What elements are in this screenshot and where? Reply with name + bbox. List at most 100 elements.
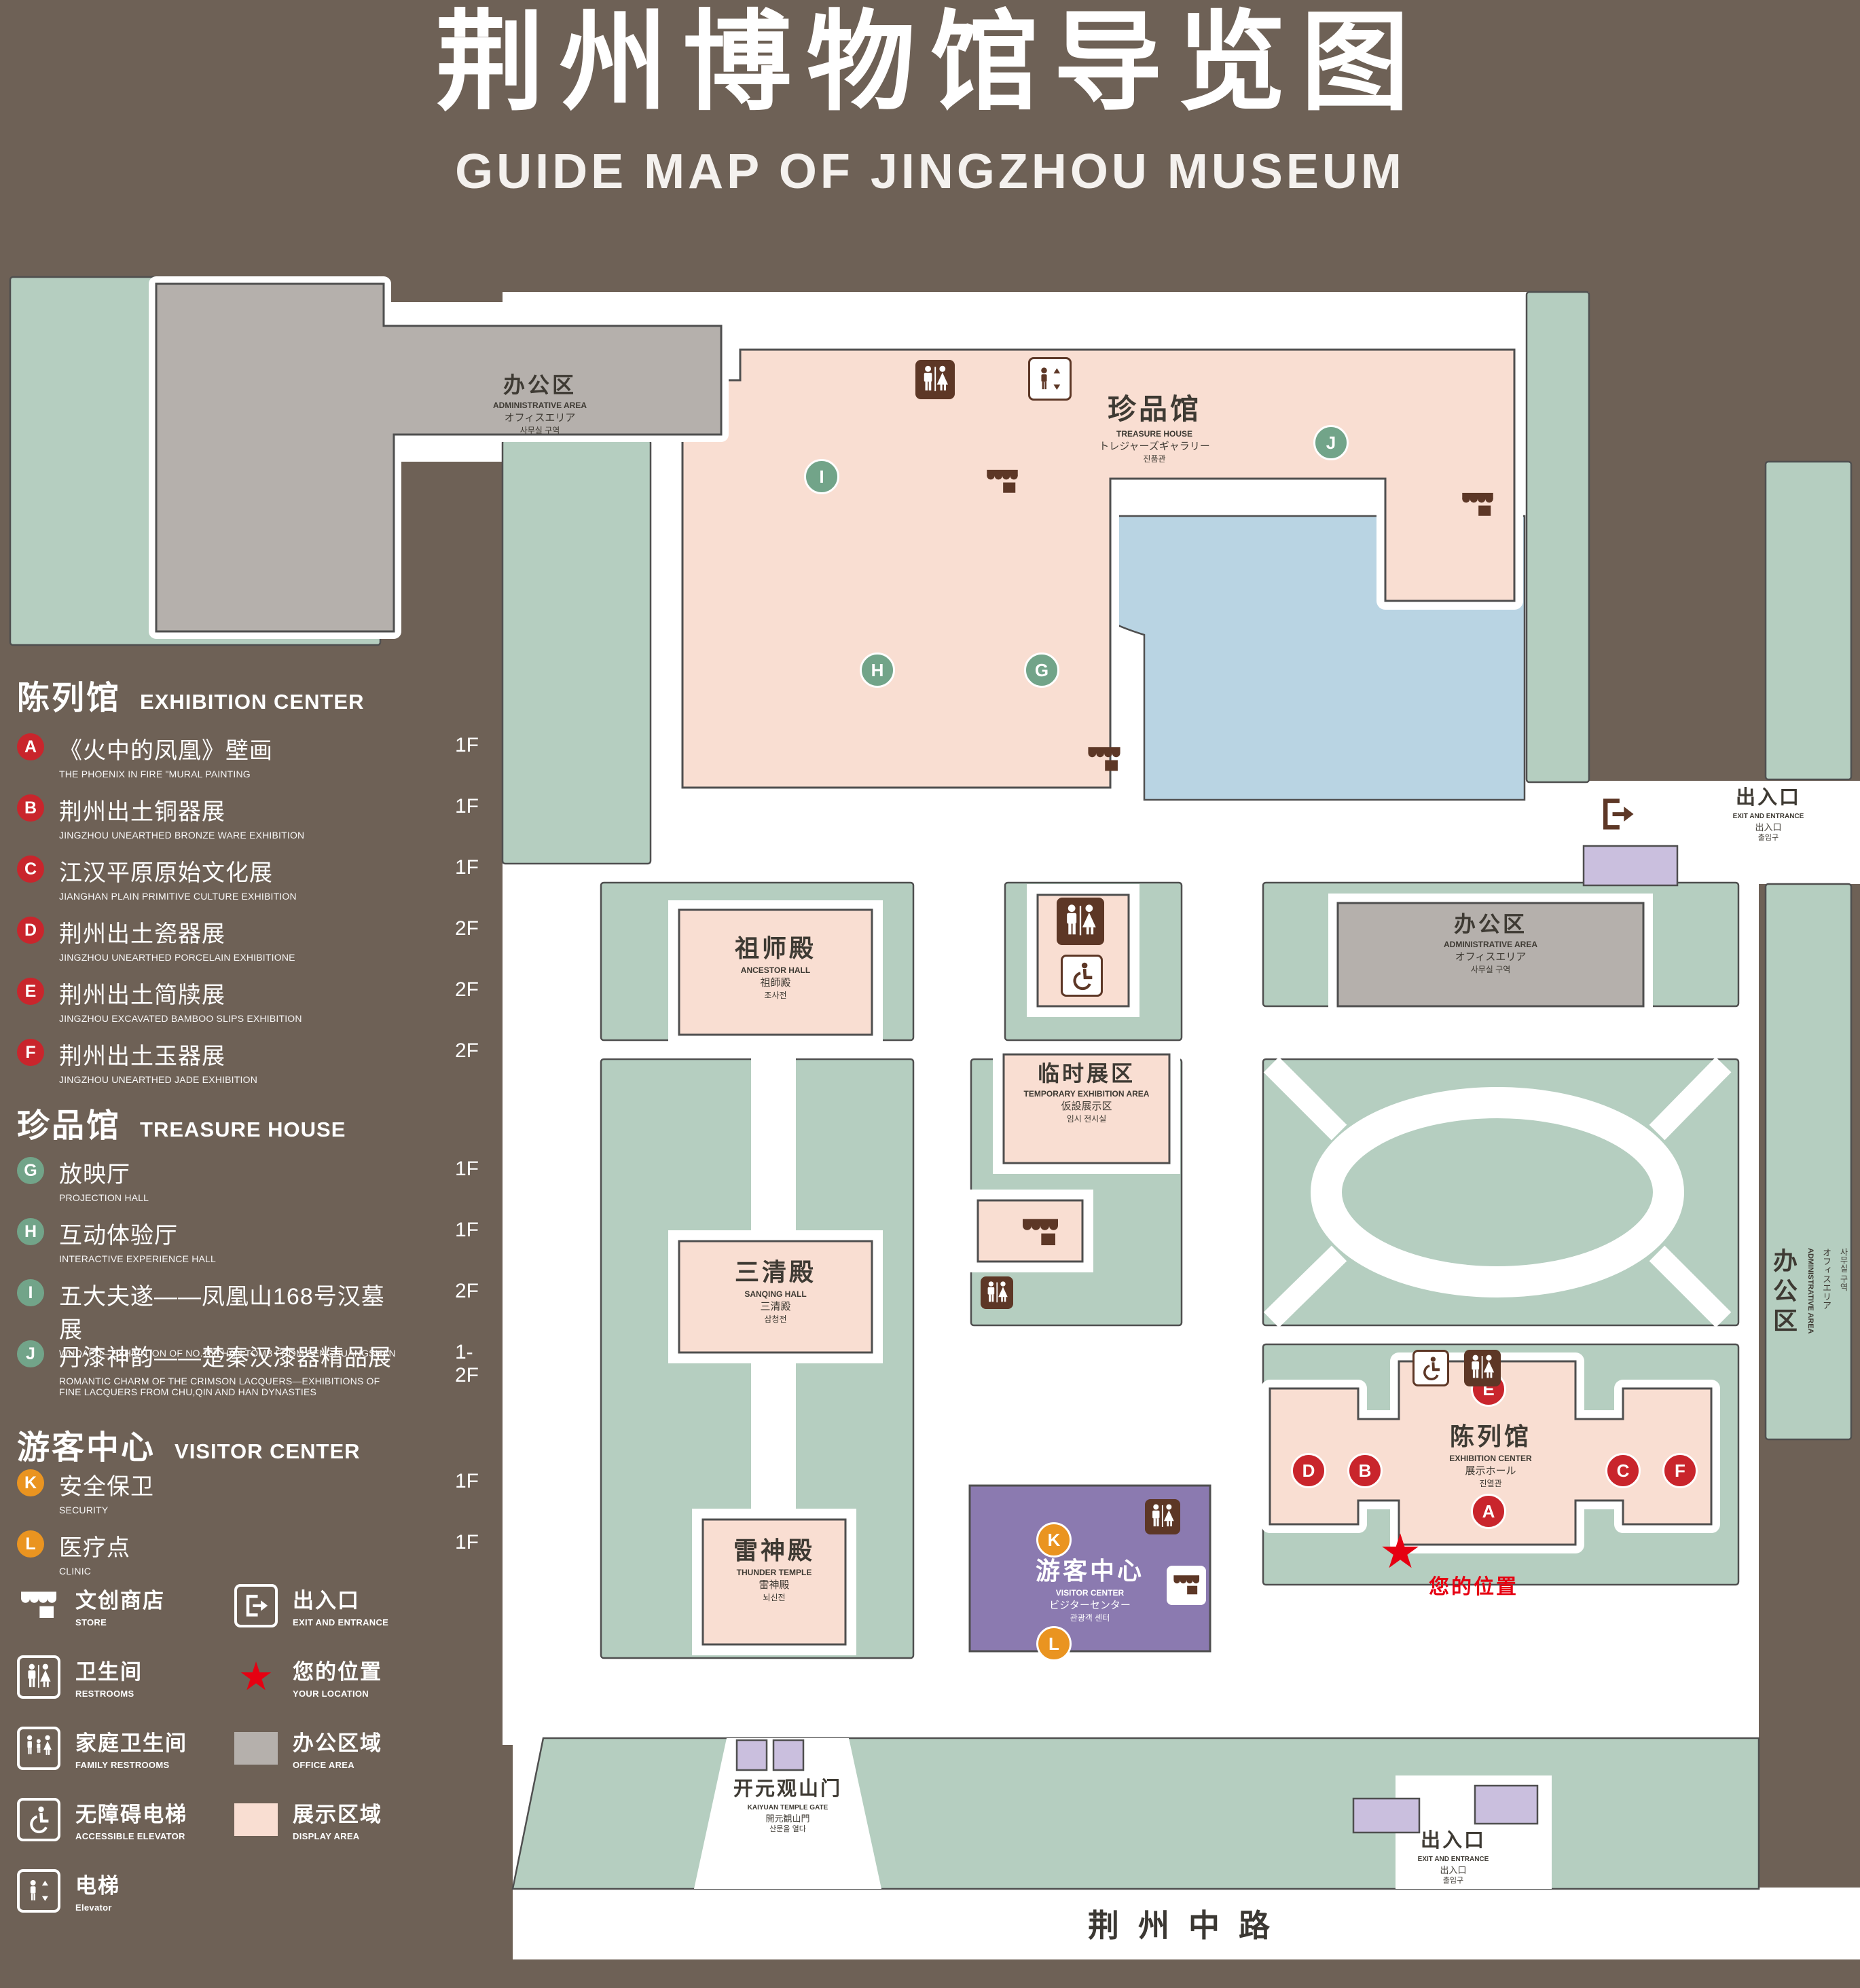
item-floor: 1-2F: [455, 1341, 479, 1386]
map-marker-G: G: [1024, 652, 1059, 688]
label-jp: 展示ホール: [1465, 1465, 1516, 1477]
item-floor: 2F: [455, 1039, 479, 1062]
label-jp: オフィスエリア: [1821, 1248, 1831, 1310]
label-en: EXIT AND ENTRANCE: [1732, 812, 1804, 820]
legend-accessible-elevator: 无障碍电梯 ACCESSIBLE ELEVATOR: [17, 1797, 187, 1841]
building-sanqing-hall: [678, 1240, 873, 1354]
item-name-en: JIANGHAN PLAIN PRIMITIVE CULTURE EXHIBIT…: [59, 891, 297, 902]
office-area-swatch: [234, 1731, 278, 1765]
label-jp: 祖師殿: [760, 976, 791, 989]
badge-l: L: [17, 1530, 44, 1558]
item-name-en: THE PHOENIX IN FIRE "MURAL PAINTING: [59, 769, 251, 779]
map-marker-L: L: [1036, 1626, 1072, 1661]
accessible-elevator-icon: [1061, 955, 1103, 997]
legend-zh: 办公区域: [293, 1731, 382, 1755]
label-en: ANCESTOR HALL: [740, 965, 811, 976]
treasure-house-label: 珍品馆 TREASURE HOUSE トレジャーズギャラリー 진품관: [1099, 392, 1210, 464]
label-zh: 祖师殿: [734, 934, 817, 962]
entrance-bottom-right: [1474, 1784, 1539, 1825]
label-jp: ビジターセンター: [1049, 1599, 1131, 1611]
item-name-zh: 五大夫遂——凤凰山168号汉墓展: [59, 1284, 385, 1343]
legend-zh: 无障碍电梯: [75, 1803, 187, 1826]
label-zh: 出入口: [1735, 787, 1802, 809]
label-jp: トレジャーズギャラリー: [1099, 440, 1210, 452]
label-jp: 仮設展示区: [1061, 1100, 1112, 1112]
building-thunder-temple: [701, 1518, 847, 1646]
item-name-zh: 荆州出土玉器展: [59, 1044, 225, 1069]
map-marker-H: H: [860, 652, 895, 688]
item-name-en: ROMANTIC CHARM OF THE CRIMSON LACQUERS—E…: [59, 1376, 380, 1397]
label-jp: 三清殿: [760, 1300, 791, 1312]
item-name-zh: 放映厅: [59, 1162, 130, 1188]
map-marker-K: K: [1036, 1522, 1072, 1558]
item-name-zh: 安全保卫: [59, 1474, 154, 1500]
legend-zh: 卫生间: [75, 1660, 143, 1684]
item-floor: 1F: [455, 734, 479, 756]
badge-a: A: [17, 733, 44, 760]
legend-zh: 电梯: [75, 1874, 120, 1898]
road-jingzhou-middle: [513, 1888, 1860, 1959]
legend-zh: 文创商店: [75, 1589, 165, 1613]
store-icon: [1459, 486, 1497, 524]
section-heading-en: VISITOR CENTER: [175, 1439, 361, 1463]
badge-b: B: [17, 794, 44, 822]
restrooms-icon: [915, 360, 955, 399]
map-marker-F: F: [1662, 1453, 1698, 1488]
label-en: SANQING HALL: [744, 1289, 807, 1300]
label-zh: 出入口: [1420, 1830, 1487, 1852]
item-name-zh: 荆州出土铜器展: [59, 799, 225, 825]
label-en: TEMPORARY EXHIBITION AREA: [1023, 1089, 1150, 1099]
label-zh: 办公区: [503, 373, 577, 397]
restrooms-icon: [1145, 1499, 1180, 1534]
legend-en: Elevator: [75, 1902, 112, 1913]
legend-zh: 您的位置: [293, 1660, 382, 1684]
item-floor: 2F: [455, 917, 479, 940]
item-name-en: JINGZHOU UNEARTHED PORCELAIN EXHIBITIONE: [59, 952, 295, 963]
item-name-zh: 医疗点: [59, 1535, 130, 1561]
label-jp: 出入口: [1755, 822, 1782, 832]
your-location-star-icon: ★: [238, 1654, 274, 1699]
label-jp: オフィスエリア: [504, 411, 576, 424]
map-marker-J: J: [1313, 425, 1349, 460]
building-admin-middle: [1336, 902, 1645, 1008]
label-zh: 开元观山门: [733, 1778, 843, 1800]
label-zh: 三清殿: [734, 1258, 817, 1286]
legend-en: RESTROOMS: [75, 1689, 134, 1699]
restrooms-icon: [1464, 1350, 1501, 1386]
admin-right-label: 办公区 ADMINISTRATIVE AREA オフィスエリア 사무실 구역: [1766, 1248, 1850, 1338]
label-en: VISITOR CENTER: [1055, 1588, 1125, 1598]
label-zh: 雷神殿: [733, 1536, 816, 1564]
label-zh: 游客中心: [1035, 1557, 1145, 1585]
item-name-zh: 互动体验厅: [59, 1223, 178, 1249]
legend-en: FAMILY RESTROOMS: [75, 1760, 170, 1770]
path-cuts: [694, 1058, 1552, 1889]
accessible-elevator-icon: [1412, 1350, 1449, 1386]
label-kr: 사무실 구역: [1470, 964, 1511, 974]
legend-zh: 家庭卫生间: [75, 1731, 187, 1755]
badge-c: C: [17, 855, 44, 883]
label-kr: 진품관: [1143, 454, 1166, 464]
elevator-icon: [17, 1869, 60, 1913]
legend-en: ACCESSIBLE ELEVATOR: [75, 1831, 185, 1841]
item-name-en: CLINIC: [59, 1566, 92, 1577]
restrooms-icon: [17, 1655, 60, 1699]
display-area-swatch: [234, 1803, 278, 1836]
restrooms-icon: [1057, 898, 1104, 945]
item-name-en: INTERACTIVE EXPERIENCE HALL: [59, 1253, 217, 1264]
label-jp: 出入口: [1440, 1864, 1467, 1875]
area-admin-right-lower: [1764, 883, 1853, 1441]
building-admin-top-left: [155, 282, 723, 633]
map-marker-A: A: [1471, 1494, 1506, 1529]
store-icon: [1019, 1211, 1062, 1255]
store-icon: [17, 1584, 60, 1627]
entrance-right: [1582, 845, 1679, 887]
item-name-en: JINGZHOU UNEARTHED JADE EXHIBITION: [59, 1074, 258, 1085]
legend-family-restrooms: 家庭卫生间 FAMILY RESTROOMS: [17, 1726, 187, 1770]
badge-j: J: [17, 1340, 44, 1367]
